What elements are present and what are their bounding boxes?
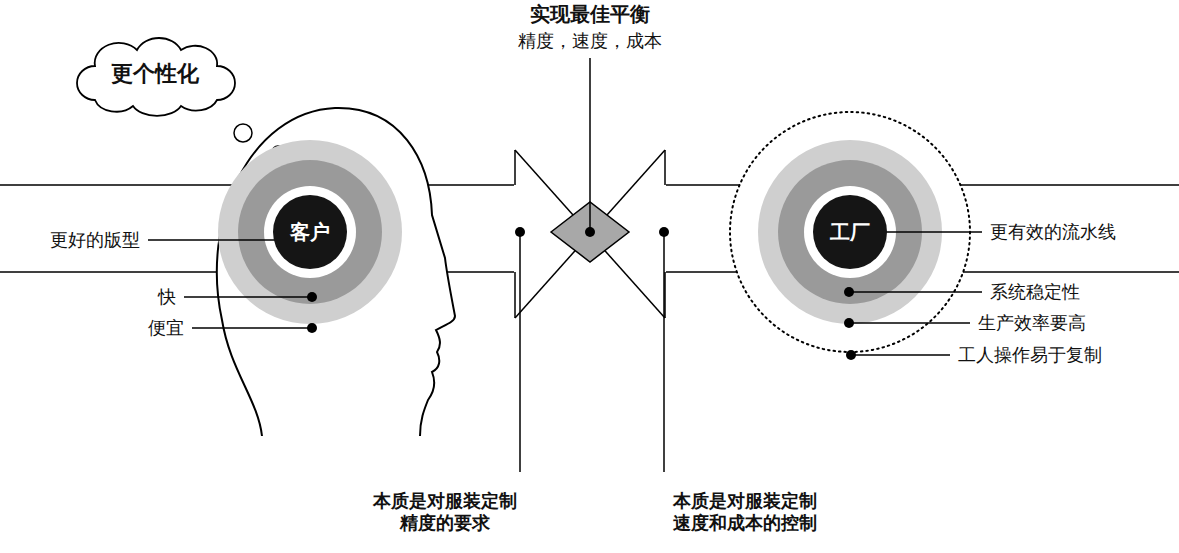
leader-dot <box>844 318 854 328</box>
leader-dot <box>307 292 317 302</box>
balance-heading: 实现最佳平衡 <box>530 2 650 26</box>
leader-line <box>192 327 312 329</box>
callout-label: 系统稳定性 <box>990 281 1080 303</box>
leader-dot <box>515 227 525 237</box>
callout-label: 快 <box>158 286 176 308</box>
callout-label: 工人操作易于复制 <box>958 344 1102 366</box>
leader-line <box>148 239 280 241</box>
leader-line <box>851 354 950 356</box>
leader-dot <box>307 323 317 333</box>
cloud-shape <box>77 38 235 116</box>
leader-line <box>849 291 982 293</box>
center-circle: 客户 <box>273 195 347 269</box>
thought-bubble <box>234 124 252 142</box>
leader-line <box>663 232 665 472</box>
ring <box>804 186 896 278</box>
center-circle: 工厂 <box>813 195 887 269</box>
balance-heading: 精度，速度，成本 <box>518 30 662 52</box>
node-text: 工厂 <box>830 219 870 246</box>
leader-lines <box>148 58 982 472</box>
callout-label: 生产效率要高 <box>978 312 1086 334</box>
thought-cloud: 更个性化 <box>65 34 245 114</box>
ring <box>238 160 382 304</box>
head-outline <box>217 108 455 436</box>
leader-line <box>878 231 982 233</box>
valve-edge <box>514 272 516 318</box>
leader-dot <box>844 287 854 297</box>
leader-dot <box>585 227 595 237</box>
node-text: 客户 <box>290 219 330 246</box>
leader-line <box>519 232 521 472</box>
leader-dot <box>659 227 669 237</box>
valve-edge <box>664 150 666 185</box>
leader-dots <box>307 227 856 360</box>
callout-label: 更好的版型 <box>50 229 140 251</box>
essence-note: 本质是对服装定制 精度的要求 <box>350 490 540 533</box>
leader-line <box>589 58 591 232</box>
ring <box>264 186 356 278</box>
leader-dot <box>846 350 856 360</box>
node-text: 更个性化 <box>111 59 199 89</box>
callout-label: 便宜 <box>148 317 184 339</box>
essence-note: 本质是对服装定制 速度和成本的控制 <box>650 490 840 533</box>
leader-line <box>849 322 970 324</box>
leader-line <box>184 296 312 298</box>
callout-label: 更有效的流水线 <box>990 221 1116 243</box>
valve-edge <box>514 150 516 185</box>
